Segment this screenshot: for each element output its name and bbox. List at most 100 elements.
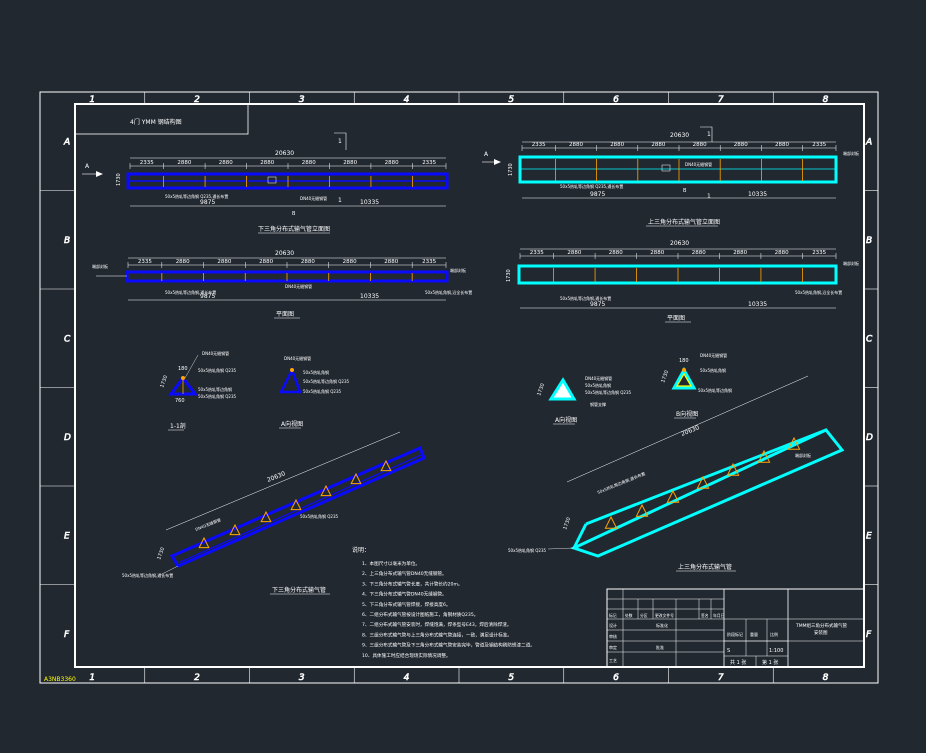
tb-drawing-title: TMM组三角分布式输气管 bbox=[795, 622, 848, 629]
left-plan-spacing-4: 2880 bbox=[259, 259, 273, 265]
left-iso-truss-triangle bbox=[198, 536, 210, 549]
right-plan-spacing-1: 2335 bbox=[530, 250, 544, 256]
section-a-right-triangle bbox=[548, 377, 577, 401]
section-1-1: 180 760 1730 DN40无缝钢管 50x5热轧角钢 Q235 50x5… bbox=[159, 350, 237, 431]
right-iso-truss-triangle bbox=[757, 449, 771, 463]
note-item-1: 1、本图尺寸以毫米为单位。 bbox=[362, 560, 420, 567]
right-plan-spacing-5: 2880 bbox=[692, 250, 706, 256]
grid-row-left-F: F bbox=[64, 630, 70, 640]
section-a-left-triangle bbox=[278, 366, 302, 394]
right-elev-spacing-8: 2335 bbox=[812, 142, 826, 148]
grid-col-top-2: 2 bbox=[194, 95, 200, 105]
section-b-right-triangle bbox=[671, 366, 697, 390]
note-item-9: 9、三组分布式输气管及下三角分布式输气管安装完毕，管道及钢结构刷防锈漆二道。 bbox=[362, 642, 535, 649]
section-a-left: DN40无缝钢管 50x5热轧角钢 50x5热轧等边角钢 Q235 50x5热轧… bbox=[278, 355, 350, 429]
right-plan-spacing-8: 2335 bbox=[812, 250, 826, 256]
general-notes: 说明： 1、本图尺寸以毫米为单位。2、上三角分布式输气管DN40无缝钢管。3、下… bbox=[352, 546, 535, 659]
left-plan-spacing-8: 2335 bbox=[422, 259, 436, 265]
left-iso-callout-a: DN40无缝钢管 bbox=[194, 516, 221, 532]
left-plan-sub-dim-2: 10335 bbox=[360, 293, 379, 300]
notes-heading: 说明： bbox=[352, 546, 370, 554]
left-iso-truss-triangle bbox=[380, 459, 392, 472]
right-plan-callout-right: 50x5热轧角钢,沿全长布置 bbox=[795, 289, 842, 295]
tb-header-1: 标记 bbox=[609, 613, 617, 618]
left-isometric-view: 20630 1730 DN40无缝钢管 50x5热轧角钢 Q235 50x5热轧… bbox=[122, 431, 426, 595]
right-elev-sub-dim-2: 10335 bbox=[748, 191, 767, 198]
grid-col-bottom-2: 2 bbox=[194, 673, 200, 683]
left-elev-section-mark-top: 1 bbox=[338, 138, 342, 145]
left-plan-spacing-3: 2880 bbox=[217, 259, 231, 265]
note-item-3: 3、下三角分布式输气管长度，共计管长约20m。 bbox=[362, 580, 463, 587]
right-elev-end-label: 端部封板 bbox=[843, 150, 859, 156]
grid-col-bottom-5: 5 bbox=[508, 673, 514, 683]
title-cell-box bbox=[74, 103, 249, 135]
left-elev-spacing-1: 2335 bbox=[140, 160, 154, 166]
right-iso-truss-triangle bbox=[787, 436, 801, 450]
right-iso-height-dim: 1730 bbox=[562, 517, 572, 531]
left-plan-callout-left: 50x5热轧等边角钢,通长布置 bbox=[165, 289, 216, 295]
left-elev-sub-dim-2: 10335 bbox=[360, 199, 379, 206]
left-iso-caption: 下三角分布式输气管 bbox=[272, 586, 326, 594]
right-elev-callout-mid: DN40无缝钢管 bbox=[685, 161, 712, 167]
right-elev-spacing-3: 2880 bbox=[610, 142, 624, 148]
right-plan-spacing-4: 2880 bbox=[650, 250, 664, 256]
right-isometric-view: 20630 1730 50x5热轧等边角钢,通长布置 端部封板 50x5热轧角钢… bbox=[508, 375, 845, 572]
grid-col-bottom-3: 3 bbox=[299, 673, 305, 683]
grid-row-left-D: D bbox=[64, 433, 71, 443]
right-elev-spacing-7: 2880 bbox=[775, 142, 789, 148]
section-1-dim-side: 1730 bbox=[159, 375, 169, 389]
right-elev-spacing-1: 2335 bbox=[532, 142, 546, 148]
note-item-8: 8、三组分布式输气管与上三角分布式输气管连接，一致，满足设计标准。 bbox=[362, 631, 512, 638]
grid-col-bottom-6: 6 bbox=[613, 673, 619, 683]
left-plan-spacing-7: 2880 bbox=[384, 259, 398, 265]
right-iso-callout-c: 50x5热轧角钢 Q235 bbox=[508, 547, 547, 553]
right-elev-caption: 上三角分布式输气管立面图 bbox=[648, 218, 720, 226]
title-cell-text: 4门 YMM 钢结构图 bbox=[130, 118, 182, 126]
left-iso-callout-c: 50x5热轧等边角钢,通长布置 bbox=[122, 572, 173, 578]
grid-col-top-6: 6 bbox=[613, 95, 619, 105]
grid-row-left-A: A bbox=[63, 137, 70, 147]
right-plan-truss bbox=[517, 264, 838, 285]
section-1-note-4: 50x5热轧角钢 Q235 bbox=[198, 393, 237, 399]
right-elev-spacing-2: 2880 bbox=[569, 142, 583, 148]
note-item-7: 7、二组分布式输气管安装时，焊缝饱满，焊条型号E43，焊后清除焊渣。 bbox=[362, 621, 512, 628]
grid-col-top-3: 3 bbox=[299, 95, 305, 105]
right-iso-truss-triangle bbox=[604, 515, 618, 529]
left-plan-spacing-6: 2880 bbox=[343, 259, 357, 265]
left-plan-callout-mid: DN40无缝钢管 bbox=[285, 283, 312, 289]
right-iso-callout-a: 50x5热轧等边角钢,通长布置 bbox=[596, 470, 646, 495]
left-iso-truss-triangle bbox=[260, 510, 272, 523]
right-elev-section-mark-bottom: 1 bbox=[707, 193, 711, 200]
section-b-right-dim-side: 1730 bbox=[660, 370, 670, 384]
left-iso-truss-triangle bbox=[290, 498, 302, 511]
note-item-5: 5、下三角分布式输气管焊接，焊接高度6。 bbox=[362, 601, 451, 608]
tb-drawing-subtitle: 安装图 bbox=[814, 629, 828, 636]
right-plan-spacing-6: 2880 bbox=[733, 250, 747, 256]
note-item-6: 6、二组分布式输气管按设计图纸施工，角钢材质Q235。 bbox=[362, 611, 478, 618]
grid-row-left-C: C bbox=[64, 334, 71, 344]
section-a-left-note-4: 50x5热轧角钢 Q235 bbox=[303, 388, 342, 394]
tb-row-value-1: 标准化 bbox=[656, 622, 668, 628]
right-elev-view-mark-b: B bbox=[683, 188, 687, 194]
right-iso-truss bbox=[569, 428, 845, 558]
left-elev-callout-left: 50x5热轧等边角钢 Q235,通长布置 bbox=[165, 193, 228, 199]
right-plan-spacing-7: 2880 bbox=[775, 250, 789, 256]
tb-row-value-3: 批准 bbox=[656, 644, 664, 650]
tb-header-4: 更改文件号 bbox=[655, 613, 674, 618]
right-plan-caption: 平面图 bbox=[667, 315, 685, 322]
right-iso-truss-triangle bbox=[696, 475, 710, 489]
grid-col-top-1: 1 bbox=[89, 95, 95, 105]
right-plan-end-label: 端部封板 bbox=[843, 260, 859, 266]
right-elev-spacing-5: 2880 bbox=[693, 142, 707, 148]
left-iso-truss-triangle bbox=[320, 484, 332, 497]
left-elev-spacing-5: 2880 bbox=[302, 160, 316, 166]
section-1-caption: 1-1剖 bbox=[170, 422, 186, 430]
left-plan-end-label-right: 端部封板 bbox=[450, 267, 466, 273]
left-elev-spacing-6: 2880 bbox=[343, 160, 357, 166]
grid-row-left-E: E bbox=[64, 531, 70, 541]
section-1-note-2: 50x5热轧角钢 Q235 bbox=[198, 367, 237, 373]
left-iso-truss bbox=[169, 446, 426, 568]
